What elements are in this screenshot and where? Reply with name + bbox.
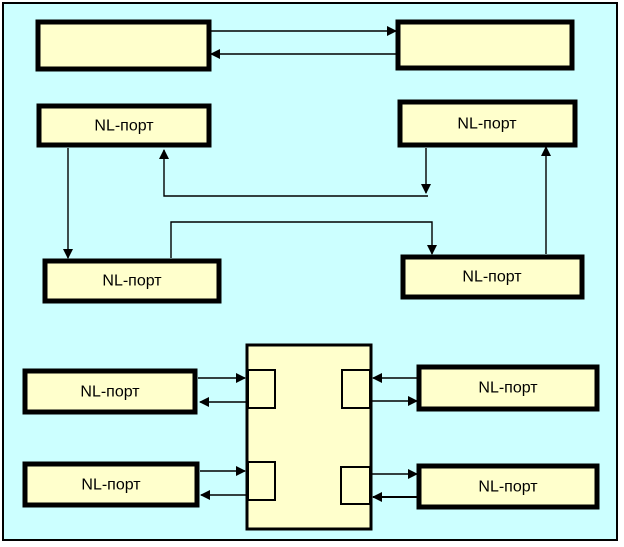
loop-node-bottom-right [400, 254, 585, 300]
loop-node-top-left-label: NL-порт [94, 118, 154, 135]
loop-node-top-right [397, 99, 578, 148]
fabric-node-left-bottom-label: NL-порт [81, 477, 141, 494]
fabric-node-left-top [22, 368, 198, 415]
arbitrated-loop-topology: NL-порт NL-порт NL-порт NL-порт [36, 99, 585, 304]
loop-node-top-left [36, 103, 212, 148]
point-to-point-node-right [395, 19, 575, 71]
fabric-topology: NL-порт NL-порт NL-порт NL-порт [22, 343, 600, 531]
loop-link-top-right-to-top-left [159, 149, 428, 197]
fabric-node-right-bottom-label: NL-порт [478, 479, 538, 496]
fabric-node-right-bottom [416, 463, 600, 510]
switch-port-right-top [341, 369, 371, 409]
loop-link-bottom-left-to-bottom-right [170, 221, 437, 258]
fabric-node-right-top [416, 364, 600, 412]
fabric-node-left-bottom [22, 461, 200, 508]
point-to-point-topology [35, 19, 575, 72]
switch-port-right-bottom [340, 466, 371, 505]
switch-port-left-top [247, 369, 276, 409]
fabric-node-left-top-label: NL-порт [80, 384, 140, 401]
loop-node-bottom-left [42, 258, 222, 304]
loop-node-bottom-right-label: NL-порт [462, 269, 522, 286]
loop-node-top-right-label: NL-порт [457, 116, 517, 133]
loop-node-bottom-left-label: NL-порт [102, 273, 162, 290]
point-to-point-node-left [35, 19, 212, 72]
fabric-node-right-top-label: NL-порт [478, 380, 538, 397]
switch-port-left-bottom [247, 461, 276, 501]
